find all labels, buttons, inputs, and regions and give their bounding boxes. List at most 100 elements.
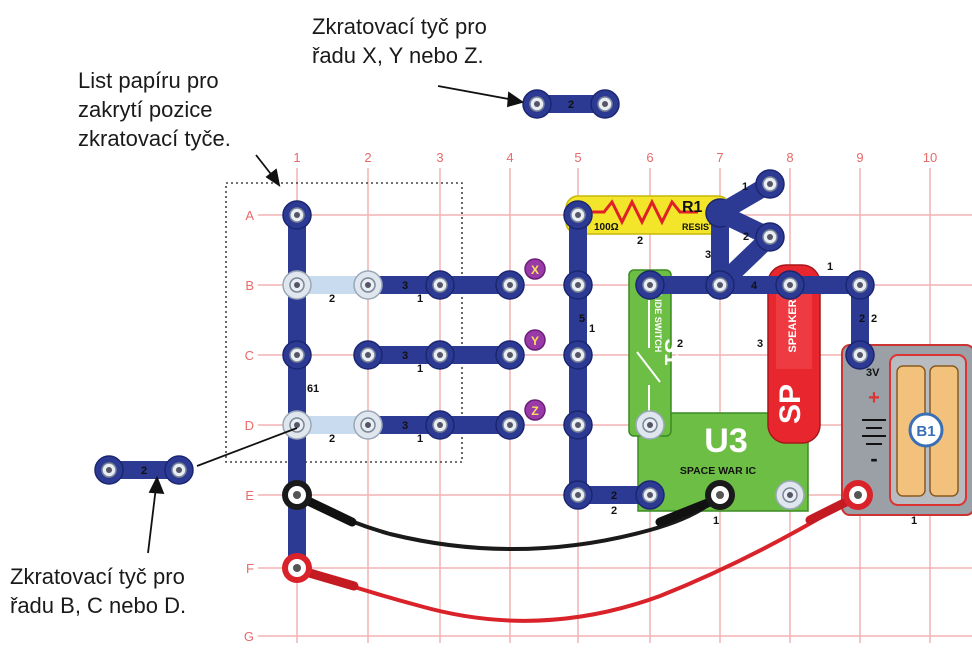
arrow-top (437, 85, 515, 101)
callout-row-xyz: Zkratovací tyč pro řadu X, Y nebo Z. (312, 14, 487, 68)
snap-node (495, 270, 525, 300)
red-wire-plug-right (805, 495, 855, 525)
snap-node (775, 270, 805, 300)
callout-paper: List papíru pro zakrytí pozice zkratovac… (78, 68, 231, 151)
arrow-bottom-head (148, 475, 165, 495)
battery-voltage: 3V (866, 367, 880, 379)
single-snap-1-number: 1 (742, 181, 748, 193)
snap-node (353, 410, 383, 440)
annotation-arrows (147, 85, 525, 554)
arrow-bottom (147, 486, 157, 554)
snap-number: 2 (611, 490, 617, 502)
loose-snap-top-left (522, 89, 552, 119)
snap-node (282, 270, 312, 300)
snap-number: 2 (859, 313, 865, 325)
speaker-label: SP (774, 384, 807, 424)
marker-y: Y (524, 329, 546, 351)
resistor-value: 100Ω (594, 222, 619, 233)
battery-minus: - (870, 446, 877, 471)
resistor-r1: R1 100Ω RESISTOR (565, 195, 731, 235)
red-terminal-right (843, 480, 873, 510)
snap-number: 4 (751, 280, 758, 292)
snap-node (495, 410, 525, 440)
snap-node (845, 340, 875, 370)
snap-number: 1 (313, 383, 319, 395)
callout-row-bcd: Zkratovací tyč pro řadu B, C nebo D. (10, 564, 187, 618)
snap-number: 1 (417, 363, 423, 375)
snap-node (563, 200, 593, 230)
snap-number: 1 (827, 261, 833, 273)
grid-row-label: F (246, 561, 254, 576)
snap-node (425, 410, 455, 440)
snap-node (425, 270, 455, 300)
battery-label: B1 (916, 423, 935, 440)
switch-label: S1 (660, 339, 685, 366)
snap-node (635, 270, 665, 300)
grid-column-label: 7 (716, 150, 723, 165)
snap-number: 2 (677, 338, 683, 350)
snap-number: 2 (611, 505, 617, 517)
grid-row-label: A (245, 208, 254, 223)
snap-number: 1 (713, 515, 719, 527)
marker-x-label: X (531, 263, 539, 277)
ic-label: U3 (704, 422, 747, 460)
marker-z: Z (524, 399, 546, 421)
arrow-paper-head (265, 168, 281, 187)
single-snap-2 (755, 222, 785, 252)
snap-node-switch-bottom (635, 410, 665, 440)
red-wire (296, 493, 860, 623)
ic-type: SPACE WAR IC (680, 465, 757, 477)
red-wire-plug-left (301, 567, 359, 591)
snap-node (353, 270, 383, 300)
snap-number: 2 (329, 293, 335, 305)
grid-row-label: C (245, 348, 254, 363)
snap-number: 3 (705, 249, 711, 261)
black-terminal-left (282, 480, 312, 510)
snap-node (563, 410, 593, 440)
snap-number: 3 (402, 420, 408, 432)
snap-number: 1 (911, 515, 917, 527)
snap-node (282, 340, 312, 370)
snap-number: 1 (589, 323, 595, 335)
grid-row-label: D (245, 418, 254, 433)
black-terminal-right (705, 480, 735, 510)
loose-snap-top-number: 2 (568, 99, 574, 111)
snap-number: 1 (417, 433, 423, 445)
loose-snap-left-right (164, 455, 194, 485)
snap-number: 2 (329, 433, 335, 445)
snap-node (495, 340, 525, 370)
marker-x: X (524, 258, 546, 280)
arrow-top-head (507, 91, 525, 108)
snap-node (563, 480, 593, 510)
snap-number: 3 (757, 338, 763, 350)
snap-number: 2 (637, 235, 643, 247)
snap-node (282, 200, 312, 230)
loose-snap-top-right (590, 89, 620, 119)
battery-plus: + (868, 387, 880, 409)
battery-holder: B1 3V + - (841, 344, 972, 516)
marker-y-label: Y (531, 334, 539, 348)
grid-column-label: 2 (364, 150, 371, 165)
black-wire-plug-right (655, 497, 715, 527)
resistor-label: R1 (682, 199, 703, 216)
snap-number: 3 (402, 280, 408, 292)
snap-number: 1 (417, 293, 423, 305)
speaker-sp: SP SPEAKER (767, 264, 821, 444)
snap-number: 2 (871, 313, 877, 325)
snap-number: 3 (402, 350, 408, 362)
snap-node (705, 270, 735, 300)
grid-column-label: 6 (646, 150, 653, 165)
paper-cover-rectangle (225, 182, 463, 463)
snap-node (353, 340, 383, 370)
pointer-line-loose-snap (196, 427, 298, 467)
snap-node (563, 270, 593, 300)
snap-node (635, 480, 665, 510)
grid-column-label: 3 (436, 150, 443, 165)
black-wire-plug-left (301, 495, 357, 527)
grid-row-label: G (244, 629, 254, 643)
grid-column-label: 8 (786, 150, 793, 165)
speaker-type: SPEAKER (787, 299, 799, 352)
